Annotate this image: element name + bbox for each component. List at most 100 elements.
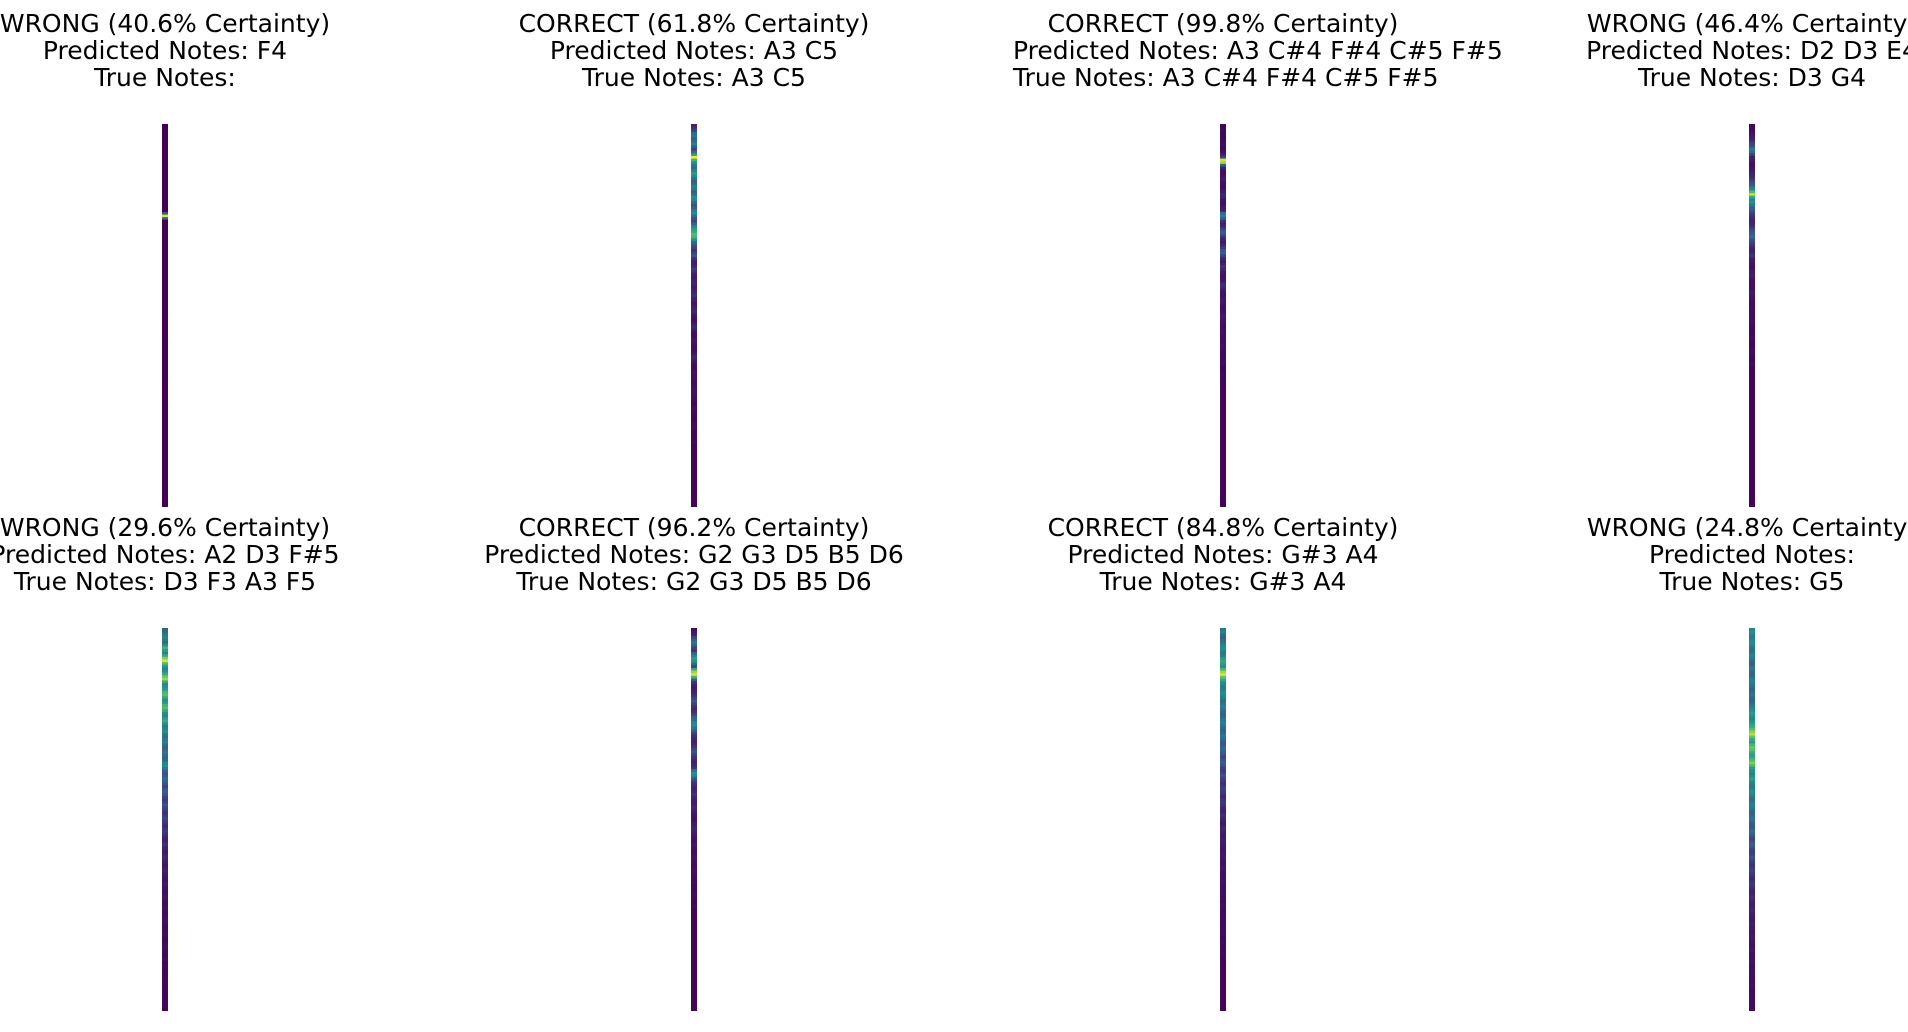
heatmap-cell bbox=[691, 803, 697, 807]
heatmap-cell bbox=[1220, 643, 1226, 648]
heatmap-cell bbox=[162, 861, 168, 865]
heatmap-cell bbox=[1749, 921, 1755, 926]
heatmap-cell bbox=[1749, 238, 1755, 242]
heatmap-cell bbox=[1220, 917, 1226, 922]
heatmap-cell bbox=[1749, 137, 1755, 141]
heatmap-cell bbox=[1220, 153, 1226, 157]
heatmap-cell bbox=[691, 792, 697, 797]
heatmap-cell bbox=[1749, 147, 1755, 152]
heatmap-cell bbox=[1749, 709, 1755, 713]
heatmap-cell bbox=[691, 683, 697, 688]
heatmap-cell bbox=[691, 697, 697, 701]
heatmap-cell bbox=[1220, 899, 1226, 903]
heatmap-cell bbox=[162, 788, 168, 792]
heatmap-cell bbox=[1220, 641, 1226, 645]
heatmap-cell bbox=[1220, 190, 1226, 194]
heatmap-cell bbox=[162, 753, 168, 758]
heatmap-cell bbox=[691, 912, 697, 916]
heatmap-cell bbox=[691, 933, 697, 938]
panel-title: WRONG (40.6% Certainty) Predicted Notes:… bbox=[0, 10, 375, 91]
heatmap-cell bbox=[162, 235, 168, 239]
heatmap-cell bbox=[1749, 291, 1755, 295]
heatmap-cell bbox=[162, 167, 168, 172]
heatmap-cell bbox=[162, 248, 168, 252]
heatmap-cell bbox=[1749, 879, 1755, 884]
heatmap-cell bbox=[1220, 782, 1226, 786]
heatmap-cell bbox=[162, 470, 168, 474]
heatmap-cell bbox=[162, 675, 168, 679]
heatmap-cell bbox=[691, 705, 697, 709]
heatmap-cell bbox=[1220, 209, 1226, 213]
heatmap-cell bbox=[691, 758, 697, 762]
heatmap-cell bbox=[1220, 126, 1226, 130]
heatmap-cell bbox=[1220, 163, 1226, 168]
heatmap-cell bbox=[1220, 187, 1226, 192]
heatmap-cell bbox=[1749, 384, 1755, 388]
true-notes: True Notes: A3 C#4 F#4 C#5 F#5 bbox=[1013, 63, 1439, 92]
heatmap-cell bbox=[1749, 641, 1755, 645]
heatmap-cell bbox=[1220, 326, 1226, 330]
heatmap-cell bbox=[691, 667, 697, 672]
heatmap-cell bbox=[162, 411, 168, 415]
heatmap-cell bbox=[1749, 696, 1755, 700]
heatmap-cell bbox=[1220, 808, 1226, 813]
heatmap-cell bbox=[1749, 701, 1755, 705]
heatmap-cell bbox=[1220, 739, 1226, 743]
heatmap-cell bbox=[162, 827, 168, 831]
heatmap-cell bbox=[162, 714, 168, 718]
heatmap-cell bbox=[1749, 746, 1755, 750]
heatmap-cell bbox=[691, 403, 697, 407]
heatmap-cell bbox=[1220, 675, 1226, 680]
heatmap-cell bbox=[162, 748, 168, 752]
heatmap-cell bbox=[1749, 347, 1755, 351]
heatmap-cell bbox=[162, 976, 168, 981]
heatmap-cell bbox=[1749, 371, 1755, 375]
heatmap-cell bbox=[691, 350, 697, 354]
heatmap-cell bbox=[1749, 416, 1755, 420]
heatmap-cell bbox=[162, 199, 168, 203]
heatmap-cell bbox=[1220, 665, 1226, 669]
heatmap-cell bbox=[1220, 246, 1226, 250]
heatmap-cell bbox=[1220, 374, 1226, 378]
heatmap-cell bbox=[162, 919, 168, 923]
heatmap-cell bbox=[1749, 892, 1755, 897]
heatmap-cell bbox=[691, 376, 697, 380]
heatmap-cell bbox=[1749, 440, 1755, 444]
heatmap-cell bbox=[1220, 774, 1226, 778]
heatmap-cell bbox=[691, 320, 697, 325]
heatmap-cell bbox=[1220, 699, 1226, 704]
heatmap-cell bbox=[1220, 721, 1226, 725]
heatmap-cell bbox=[1220, 840, 1226, 845]
heatmap-cell bbox=[691, 784, 697, 789]
heatmap-cell bbox=[162, 284, 168, 288]
heatmap-cell bbox=[691, 469, 697, 474]
heatmap-cell bbox=[1749, 798, 1755, 802]
heatmap-cell bbox=[691, 158, 697, 162]
heatmap-cell bbox=[691, 657, 697, 661]
heatmap-cell bbox=[162, 157, 168, 161]
predicted-notes: Predicted Notes: D2 D3 E4 bbox=[1586, 36, 1908, 65]
heatmap-cell bbox=[691, 270, 697, 274]
heatmap-cell bbox=[1749, 166, 1755, 170]
heatmap-cell bbox=[691, 888, 697, 892]
heatmap-cell bbox=[1749, 288, 1755, 293]
heatmap-cell bbox=[1749, 816, 1755, 821]
heatmap-cell bbox=[162, 955, 168, 960]
heatmap-cell bbox=[162, 809, 168, 813]
heatmap-cell bbox=[162, 424, 168, 428]
heatmap-cell bbox=[1220, 1008, 1226, 1011]
heatmap-cell bbox=[1749, 483, 1755, 487]
heatmap-cell bbox=[691, 134, 697, 138]
heatmap-cell bbox=[691, 832, 697, 837]
heatmap-cell bbox=[162, 501, 168, 506]
heatmap-cell bbox=[1220, 262, 1226, 266]
heatmap-cell bbox=[691, 989, 697, 993]
heatmap-cell bbox=[1220, 827, 1226, 831]
heatmap-cell bbox=[691, 904, 697, 908]
heatmap-cell bbox=[1749, 124, 1755, 128]
heatmap-cell bbox=[162, 243, 168, 247]
heatmap-cell bbox=[691, 392, 697, 396]
heatmap-cell bbox=[162, 879, 168, 884]
heatmap-cell bbox=[1749, 740, 1755, 745]
heatmap-cell bbox=[162, 346, 168, 350]
